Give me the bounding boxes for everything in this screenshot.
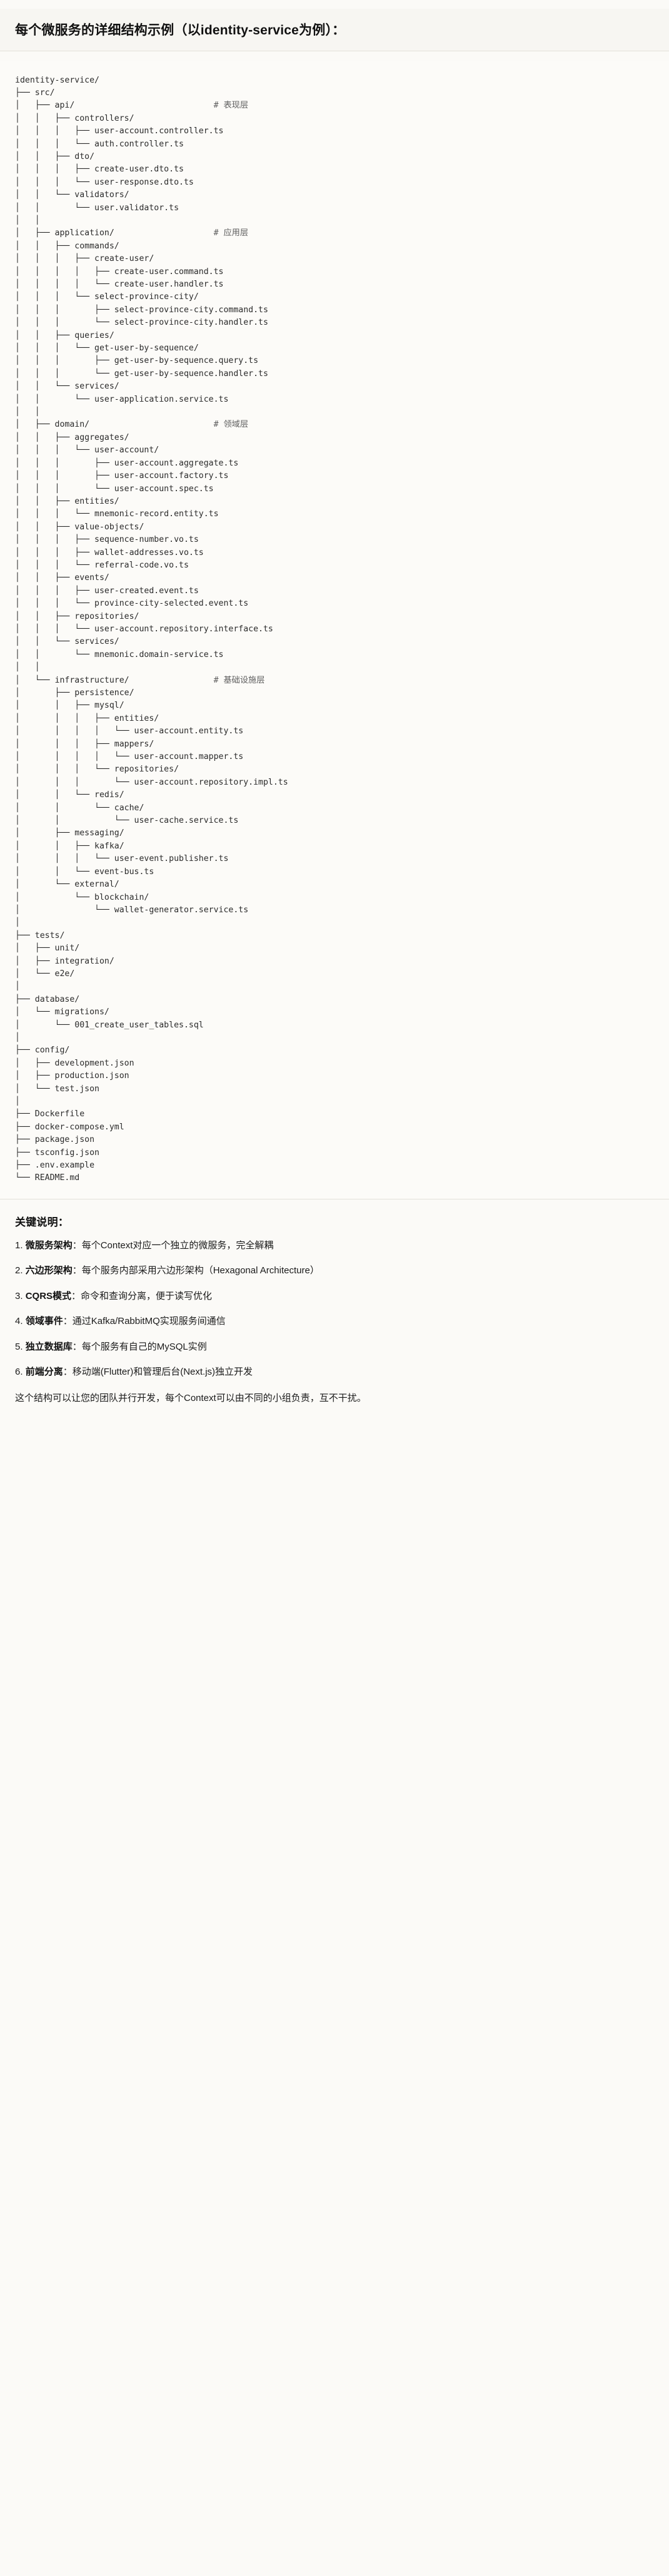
key-note-item: 2. 六边形架构：每个服务内部采用六边形架构（Hexagonal Archite… — [15, 1264, 654, 1278]
closing-paragraph: 这个结构可以让您的团队并行开发，每个Context可以由不同的小组负责，互不干扰… — [15, 1392, 366, 1403]
key-note-term: CQRS模式 — [25, 1290, 72, 1301]
key-note-number: 2. — [15, 1265, 23, 1276]
tree-comment: # 基础设施层 — [213, 675, 265, 685]
directory-tree-block: identity-service/ ├── src/ │ ├── api/ # … — [0, 60, 669, 1199]
key-note-number: 6. — [15, 1367, 23, 1378]
key-note-number: 3. — [15, 1290, 23, 1301]
key-note-term: 独立数据库 — [25, 1341, 73, 1352]
key-note-separator: ： — [72, 1341, 82, 1352]
key-note-item: 5. 独立数据库：每个服务有自己的MySQL实例 — [15, 1340, 654, 1355]
key-note-separator: ： — [63, 1316, 73, 1327]
key-note-item: 3. CQRS模式：命令和查询分离，便于读写优化 — [15, 1290, 654, 1304]
key-note-description: 每个Context对应一个独立的微服务，完全解耦 — [81, 1240, 274, 1251]
key-note-description: 移动端(Flutter)和管理后台(Next.js)独立开发 — [72, 1367, 253, 1378]
key-note-separator: ： — [63, 1367, 73, 1378]
page-title: 每个微服务的详细结构示例（以identity-service为例）： — [0, 9, 669, 52]
tree-comment: # 领域层 — [213, 420, 249, 430]
key-note-description: 通过Kafka/RabbitMQ实现服务间通信 — [72, 1316, 226, 1327]
key-note-separator: ： — [72, 1265, 82, 1276]
key-notes-title: 关键说明： — [15, 1216, 69, 1228]
key-note-separator: ： — [72, 1240, 82, 1251]
directory-tree: identity-service/ ├── src/ │ ├── api/ # … — [15, 75, 288, 1183]
key-note-item: 1. 微服务架构：每个Context对应一个独立的微服务，完全解耦 — [15, 1239, 654, 1253]
key-note-description: 每个服务有自己的MySQL实例 — [81, 1341, 207, 1352]
key-note-term: 前端分离 — [25, 1367, 63, 1378]
key-note-term: 微服务架构 — [25, 1240, 73, 1251]
key-note-term: 领域事件 — [25, 1316, 63, 1327]
key-note-separator: ： — [71, 1290, 81, 1301]
key-note-number: 1. — [15, 1240, 23, 1251]
key-note-number: 4. — [15, 1316, 23, 1327]
document-page: 每个微服务的详细结构示例（以identity-service为例）： ident… — [0, 9, 669, 1422]
key-note-term: 六边形架构 — [25, 1265, 73, 1276]
key-note-item: 4. 领域事件：通过Kafka/RabbitMQ实现服务间通信 — [15, 1315, 654, 1329]
key-note-description: 每个服务内部采用六边形架构（Hexagonal Architecture） — [81, 1265, 319, 1276]
tree-comment: # 表现层 — [213, 101, 249, 111]
key-note-description: 命令和查询分离，便于读写优化 — [81, 1290, 213, 1301]
key-note-item: 6. 前端分离：移动端(Flutter)和管理后台(Next.js)独立开发 — [15, 1365, 654, 1380]
key-note-number: 5. — [15, 1341, 23, 1352]
tree-comment: # 应用层 — [213, 228, 249, 238]
